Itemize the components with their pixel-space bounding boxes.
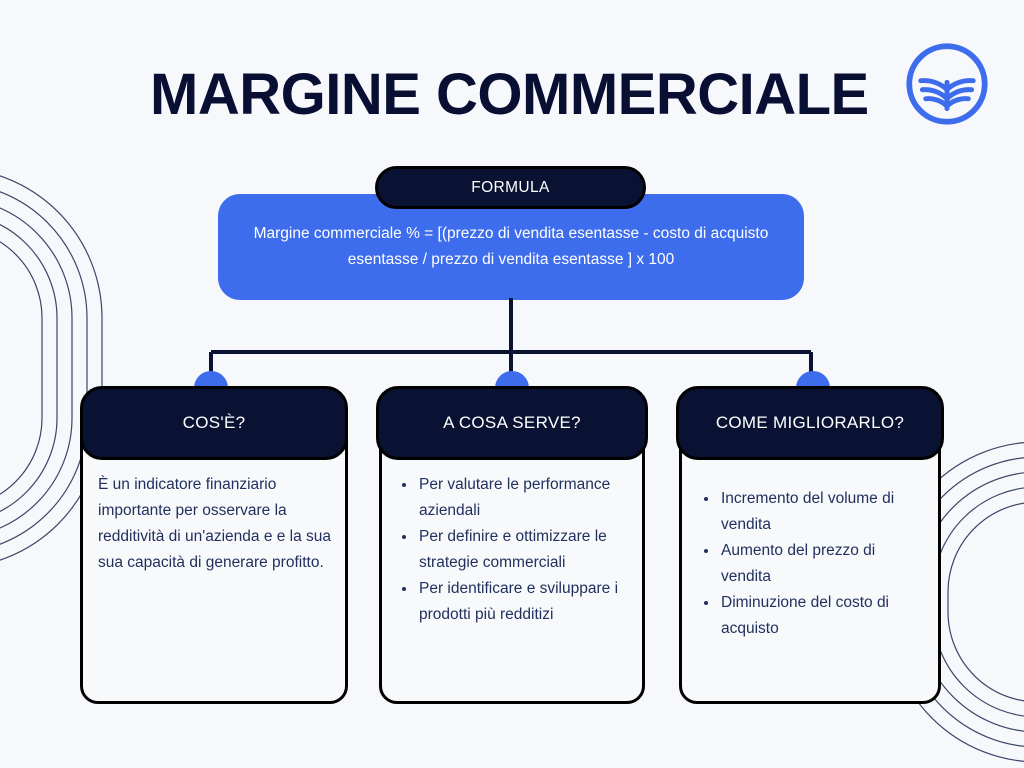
page-title: MARGINE COMMERCIALE [150,62,869,127]
formula-box: Margine commerciale % = [(prezzo di vend… [218,194,804,300]
card-content: Incremento del volume di vendita Aumento… [700,486,926,642]
list-item: Per valutare le performance aziendali [417,472,634,524]
card-content: Per valutare le performance aziendali Pe… [398,472,634,628]
formula-badge-label: FORMULA [471,178,550,196]
formula-badge: FORMULA [375,166,646,209]
brand-logo-icon [906,43,988,125]
card-paragraph: È un indicatore finanziario importante p… [98,476,332,571]
card-header: A COSA SERVE? [376,386,648,460]
card-heading: COS'È? [182,413,246,432]
list-item: Aumento del prezzo di vendita [719,538,926,590]
card-header: COS'È? [80,386,348,460]
formula-text: Margine commerciale % = [(prezzo di vend… [253,225,769,268]
card-heading: A COSA SERVE? [443,413,581,432]
card-content: È un indicatore finanziario importante p… [98,472,334,576]
card-bullet-list: Per valutare le performance aziendali Pe… [398,472,634,628]
list-item: Incremento del volume di vendita [719,486,926,538]
list-item: Diminuzione del costo di acquisto [719,590,926,642]
card-heading: COME MIGLIORARLO? [715,413,905,432]
card-bullet-list: Incremento del volume di vendita Aumento… [700,486,926,642]
card-header: COME MIGLIORARLO? [676,386,944,460]
list-item: Per definire e ottimizzare le strategie … [417,524,634,576]
list-item: Per identificare e sviluppare i prodotti… [417,576,634,628]
